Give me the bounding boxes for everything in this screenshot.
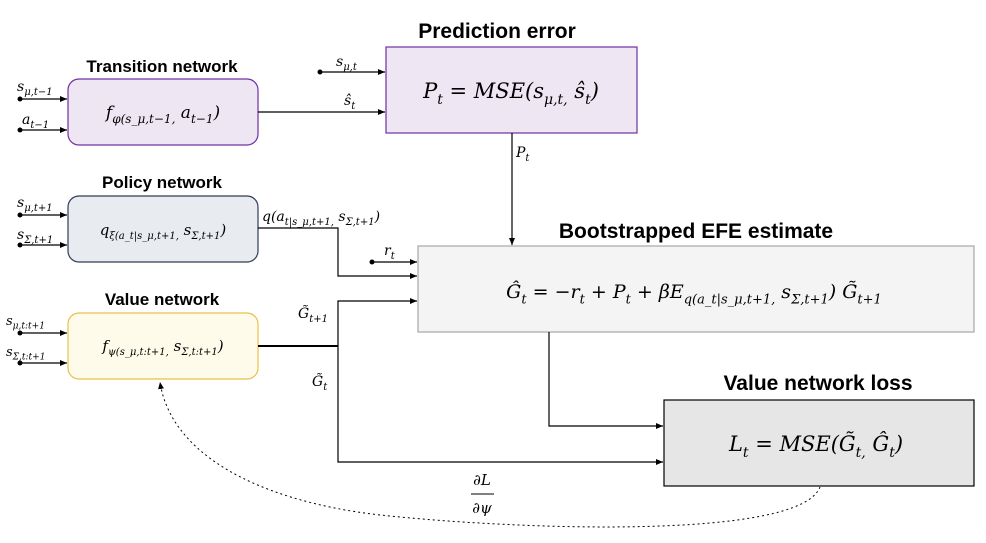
input-s-mu-t-minus-1: sμ,t−1: [17, 79, 53, 98]
prediction-error-box: Pt = MSE(sμ,t, ŝt): [385, 46, 638, 134]
policy-network-box: qξ(a_t|s_μ,t+1, sΣ,t+1): [67, 195, 259, 263]
edge-p-t: Pt: [509, 133, 530, 245]
label-g-tilde-t: G̃t: [312, 372, 328, 392]
policy-network-formula: qξ(a_t|s_μ,t+1, sΣ,t+1): [100, 221, 227, 242]
policy-inputs: sμ,t+1 sΣ,t+1: [17, 195, 67, 248]
prediction-error-title: Prediction error: [418, 20, 576, 43]
input-s-sigma-t-range: sΣ,t:t+1: [6, 345, 45, 363]
edge-gradient-feedback: ∂L ∂ψ: [158, 381, 821, 528]
edge-value-output: G̃t+1 G̃t: [258, 298, 663, 465]
svg-text:∂L: ∂L: [473, 471, 491, 489]
edge-policy-q: q(at|s_μ,t+1, sΣ,t+1): [258, 209, 417, 279]
label-g-tilde-t-plus-1: G̃t+1: [298, 304, 328, 324]
value-loss-formula: Lt = MSE(G̃t, Ĝt): [728, 431, 903, 461]
label-q: q(at|s_μ,t+1, sΣ,t+1): [262, 209, 380, 228]
edge-r-t: rt: [369, 243, 417, 265]
value-loss-title: Value network loss: [723, 372, 912, 395]
value-network-formula: fψ(s_μ,t:t+1, sΣ,t:t+1): [101, 337, 223, 358]
policy-network-title: Policy network: [102, 173, 223, 192]
value-inputs: sμ,t:t+1 sΣ,t:t+1: [6, 314, 67, 366]
transition-network-title: Transition network: [86, 57, 238, 76]
label-p-t: Pt: [515, 145, 530, 164]
label-gradient: ∂L ∂ψ: [471, 471, 494, 517]
input-a-t-minus-1: at−1: [22, 112, 49, 131]
input-s-sigma-t-plus-1: sΣ,t+1: [17, 227, 53, 246]
value-network-box: fψ(s_μ,t:t+1, sΣ,t:t+1): [67, 312, 259, 380]
efe-estimate-title: Bootstrapped EFE estimate: [559, 220, 833, 243]
input-s-mu-t-range: sμ,t:t+1: [6, 314, 45, 332]
transition-network-box: fφ(s_μ,t−1, at−1): [67, 78, 259, 146]
efe-estimate-box: Ĝt = −rt + Pt + βEq(a_t|s_μ,t+1, sΣ,t+1)…: [417, 245, 975, 333]
value-network-title: Value network: [105, 290, 220, 309]
transition-inputs: sμ,t−1 at−1: [17, 79, 67, 133]
edge-s-mu-t: sμ,t: [317, 54, 385, 75]
svg-text:∂ψ: ∂ψ: [472, 499, 492, 517]
edge-s-hat-t: ŝt: [258, 93, 385, 115]
label-s-mu-t: sμ,t: [336, 54, 358, 73]
label-s-hat-t: ŝt: [344, 93, 356, 112]
efe-estimate-formula: Ĝt = −rt + Pt + βEq(a_t|s_μ,t+1, sΣ,t+1)…: [506, 280, 882, 307]
edge-efe-to-loss: [548, 332, 663, 429]
label-r-t: rt: [384, 243, 396, 262]
prediction-error-formula: Pt = MSE(sμ,t, ŝt): [422, 79, 599, 108]
value-loss-box: Lt = MSE(G̃t, Ĝt): [663, 399, 975, 487]
transition-network-formula: fφ(s_μ,t−1, at−1): [104, 103, 220, 126]
input-s-mu-t-plus-1: sμ,t+1: [17, 195, 53, 214]
